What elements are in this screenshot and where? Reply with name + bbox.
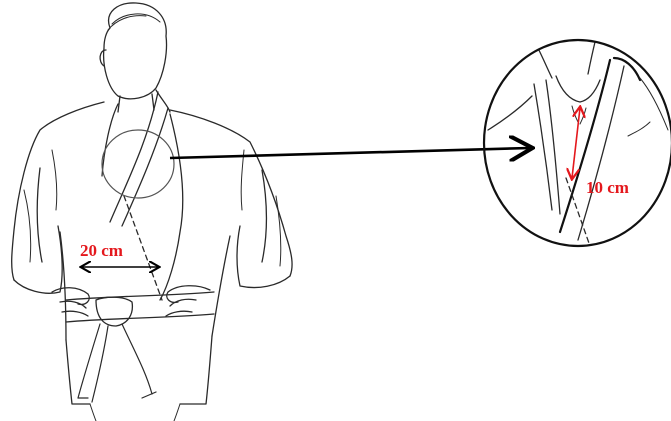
zoom-neck xyxy=(556,76,600,102)
hair-lines xyxy=(108,14,160,30)
zoom-collar-right xyxy=(560,58,640,232)
belt-width-label: 20 cm xyxy=(80,242,123,259)
hidden-lapel-dashed xyxy=(124,196,162,300)
hand-right xyxy=(166,286,210,316)
zoom-circle-frame xyxy=(484,40,671,246)
jacket-hem xyxy=(66,336,212,404)
zoom-collar-left xyxy=(534,80,560,214)
head-outline xyxy=(104,3,167,99)
sleeve-right xyxy=(237,170,290,288)
collar-gap-label: 10 cm xyxy=(586,179,629,196)
judogi-figure xyxy=(12,3,292,421)
focus-circle xyxy=(102,130,174,198)
jacket-inner-lapel xyxy=(160,114,183,300)
jacket-side-right xyxy=(212,236,230,336)
belt-knot xyxy=(96,297,132,326)
collar-left xyxy=(102,104,118,176)
zoom-chin xyxy=(534,38,596,78)
collar-zoom-detail xyxy=(484,38,671,246)
belt-tails xyxy=(78,324,156,402)
right-arrow-icon xyxy=(170,148,530,158)
shoulder-right xyxy=(170,110,292,276)
belt-band xyxy=(66,292,214,322)
neck xyxy=(118,94,154,112)
zoom-shoulder-right xyxy=(628,78,668,136)
pants-lines xyxy=(90,404,180,421)
zoom-shoulder-left xyxy=(488,96,532,130)
